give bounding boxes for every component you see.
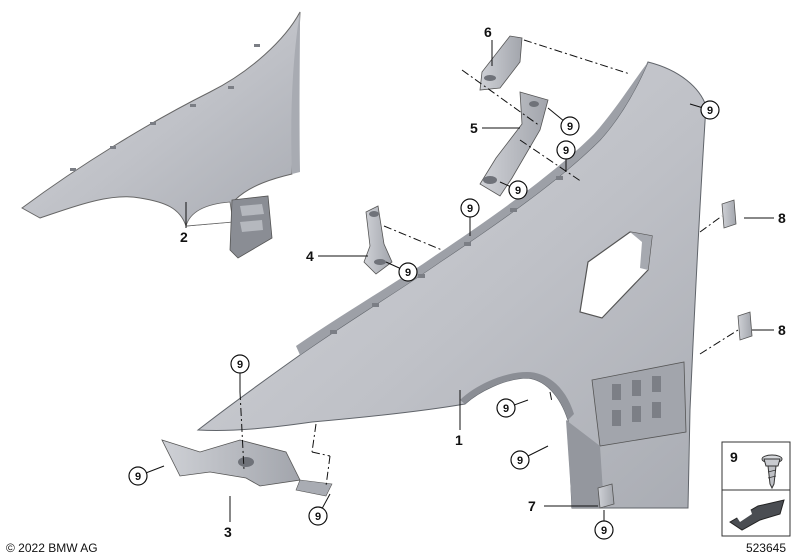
clip-7 <box>597 483 615 509</box>
callout-number-10: 9 <box>135 471 141 483</box>
assembly-lines <box>239 39 739 487</box>
callout-number-11: 9 <box>315 511 321 523</box>
callout-circle <box>560 116 580 136</box>
screw-icon <box>761 454 783 490</box>
callout-number-1: 9 <box>707 105 713 117</box>
callout-number-6: 9 <box>405 267 411 279</box>
bracket-3 <box>161 439 333 497</box>
callout-circle <box>128 466 148 486</box>
callout-circle <box>398 262 418 282</box>
callout-circle <box>496 398 516 418</box>
callout-circle <box>594 520 614 540</box>
callout-circle <box>308 506 328 526</box>
callout-circle <box>700 100 720 120</box>
front-fender-main <box>196 61 707 509</box>
clip-8-lower <box>737 311 753 341</box>
front-fender-small <box>21 11 301 259</box>
part-labels: 2 1 3 4 5 6 7 8 8 <box>180 24 786 540</box>
label-part-7: 7 <box>528 498 536 514</box>
callout-number-5: 9 <box>467 203 473 215</box>
legend-number: 9 <box>730 449 738 465</box>
callout-circle <box>460 198 480 218</box>
callout-circle <box>556 140 576 160</box>
bracket-5 <box>479 91 549 197</box>
callout-number-8: 9 <box>503 403 509 415</box>
label-part-2: 2 <box>180 229 188 245</box>
callout-number-2: 9 <box>567 121 573 133</box>
clip-8-upper <box>721 199 737 229</box>
callout-circle <box>510 450 530 470</box>
label-part-1: 1 <box>455 432 463 448</box>
callout-number-12: 9 <box>601 525 607 537</box>
label-part-4: 4 <box>306 248 314 264</box>
leader-lines <box>185 40 774 522</box>
bracket-4 <box>363 205 393 275</box>
callout-number-9: 9 <box>517 455 523 467</box>
label-part-8-lower: 8 <box>778 322 786 338</box>
bracket-6 <box>479 35 523 91</box>
copyright-text: © 2022 BMW AG <box>6 541 98 555</box>
diagram-number: 523645 <box>745 541 786 555</box>
arrow-symbol-icon <box>729 499 785 531</box>
callout-circle <box>230 354 250 374</box>
label-part-5: 5 <box>470 120 478 136</box>
label-part-8-upper: 8 <box>778 210 786 226</box>
callout-number-7: 9 <box>237 359 243 371</box>
label-part-3: 3 <box>224 524 232 540</box>
legend-box: 9 <box>721 441 791 537</box>
callout-number-4: 9 <box>515 185 521 197</box>
callout-number-3: 9 <box>563 145 569 157</box>
screw-callouts: 9 9 9 9 9 9 9 9 9 9 9 9 <box>128 100 720 540</box>
label-part-6: 6 <box>484 24 492 40</box>
callout-circle <box>508 180 528 200</box>
